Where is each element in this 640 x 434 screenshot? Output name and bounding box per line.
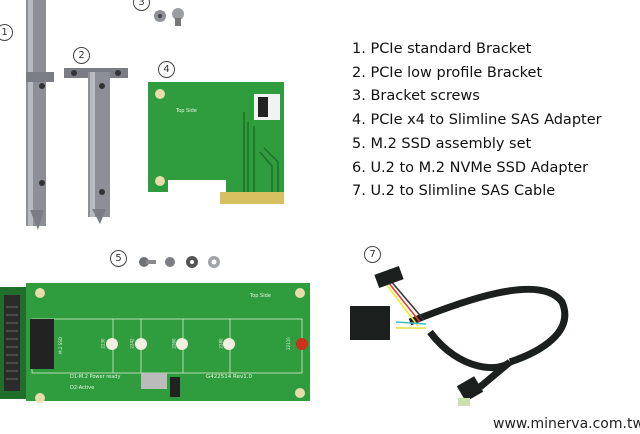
bracket-screws: [154, 8, 184, 26]
low-profile-bracket: [64, 68, 128, 224]
len-2260: 2260: [171, 338, 177, 349]
u2-slimline-cable: [350, 265, 569, 406]
marker-3: 3: [133, 0, 150, 11]
contents-list: 1. PCIe standard Bracket 2. PCIe low pro…: [352, 38, 602, 204]
list-item: 3. Bracket screws: [352, 88, 480, 105]
len-2230: 2230: [100, 338, 106, 349]
list-item: 1. PCIe standard Bracket: [352, 41, 532, 57]
m2-led2-label: D2-Active: [70, 385, 95, 391]
len-2242: 2242: [129, 338, 135, 349]
len-2280: 2280: [218, 338, 224, 349]
m2-model-label: G422514 Rev1.0: [206, 374, 252, 380]
marker-4: 4: [158, 61, 175, 78]
pcie-card-label: Top Side: [176, 108, 197, 114]
len-22110: 22110: [285, 337, 291, 350]
watermark: www.minerva.com.tw: [493, 416, 640, 432]
marker-1: 1: [0, 24, 13, 41]
pcie-slimline-adapter: Top Side: [148, 82, 284, 204]
m2-slot-label: M.2 SSD: [57, 337, 63, 354]
list-item: 5. M.2 SSD assembly set: [352, 135, 532, 152]
marker-5: 5: [110, 250, 127, 267]
m2-assembly-set: [139, 256, 220, 268]
list-item: 6. U.2 to M.2 NVMe SSD Adapter: [352, 159, 589, 176]
u2-m2-adapter: Top Side G422514 Rev1.0 D1-M.2 Power rea…: [0, 281, 312, 403]
m2-led1-label: D1-M.2 Power ready: [70, 374, 121, 380]
marker-2: 2: [73, 47, 90, 64]
list-item: 2. PCIe low profile Bracket: [352, 64, 543, 81]
list-item: 4. PCIe x4 to Slimline SAS Adapter: [352, 112, 602, 129]
marker-7: 7: [364, 246, 381, 263]
m2-top-side-label: Top Side: [250, 293, 271, 299]
standard-bracket: [26, 0, 54, 230]
list-item: 7. U.2 to Slimline SAS Cable: [352, 183, 556, 200]
